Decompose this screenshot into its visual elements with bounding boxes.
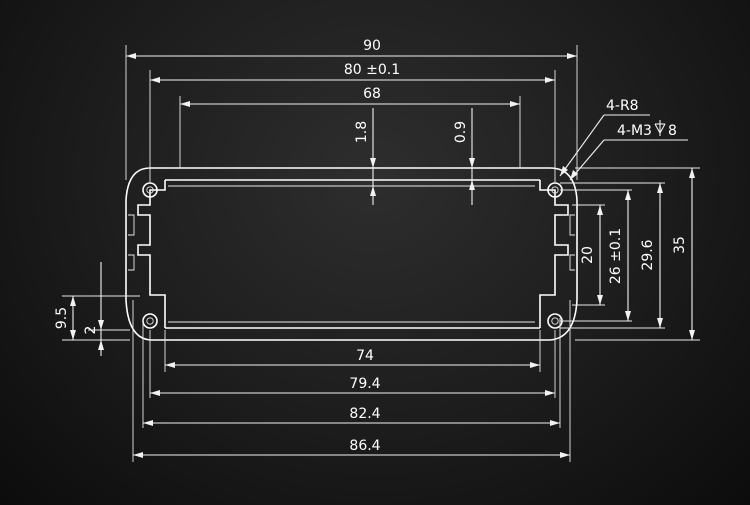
right-dimensions: 20 26 ±0.1 29.6 35	[560, 167, 700, 341]
dim-74: 74	[356, 348, 374, 364]
dim-26: 26 ±0.1	[608, 228, 624, 284]
corner-radius-label: 4-R8	[606, 98, 639, 114]
depth-symbol-icon	[654, 120, 666, 136]
dim-68: 68	[363, 86, 381, 102]
dim-82-4: 82.4	[349, 406, 380, 422]
dim-86-4: 86.4	[349, 438, 380, 454]
dim-2: 2	[83, 326, 99, 335]
left-dimensions: 9.5 2	[54, 262, 140, 356]
dim-9-5: 9.5	[54, 307, 70, 329]
dim-29-6: 29.6	[640, 239, 656, 270]
dim-35: 35	[672, 236, 688, 254]
dim-79-4: 79.4	[349, 376, 380, 392]
top-dimensions: 90 80 ±0.1 68 1.8 0.9	[125, 38, 578, 205]
dim-80: 80 ±0.1	[344, 62, 400, 78]
bottom-dimensions: 74 79.4 82.4 86.4	[132, 300, 571, 462]
dim-90: 90	[363, 38, 381, 54]
thread-label: 4-M3	[617, 123, 652, 139]
thread-depth-label: 8	[668, 123, 677, 139]
dim-0-9: 0.9	[453, 121, 469, 143]
dim-20: 20	[580, 246, 596, 264]
dim-1-8: 1.8	[354, 121, 370, 143]
enclosure-profile	[125, 167, 578, 341]
leader-callouts: 4-R8 4-M3 8	[559, 98, 688, 181]
